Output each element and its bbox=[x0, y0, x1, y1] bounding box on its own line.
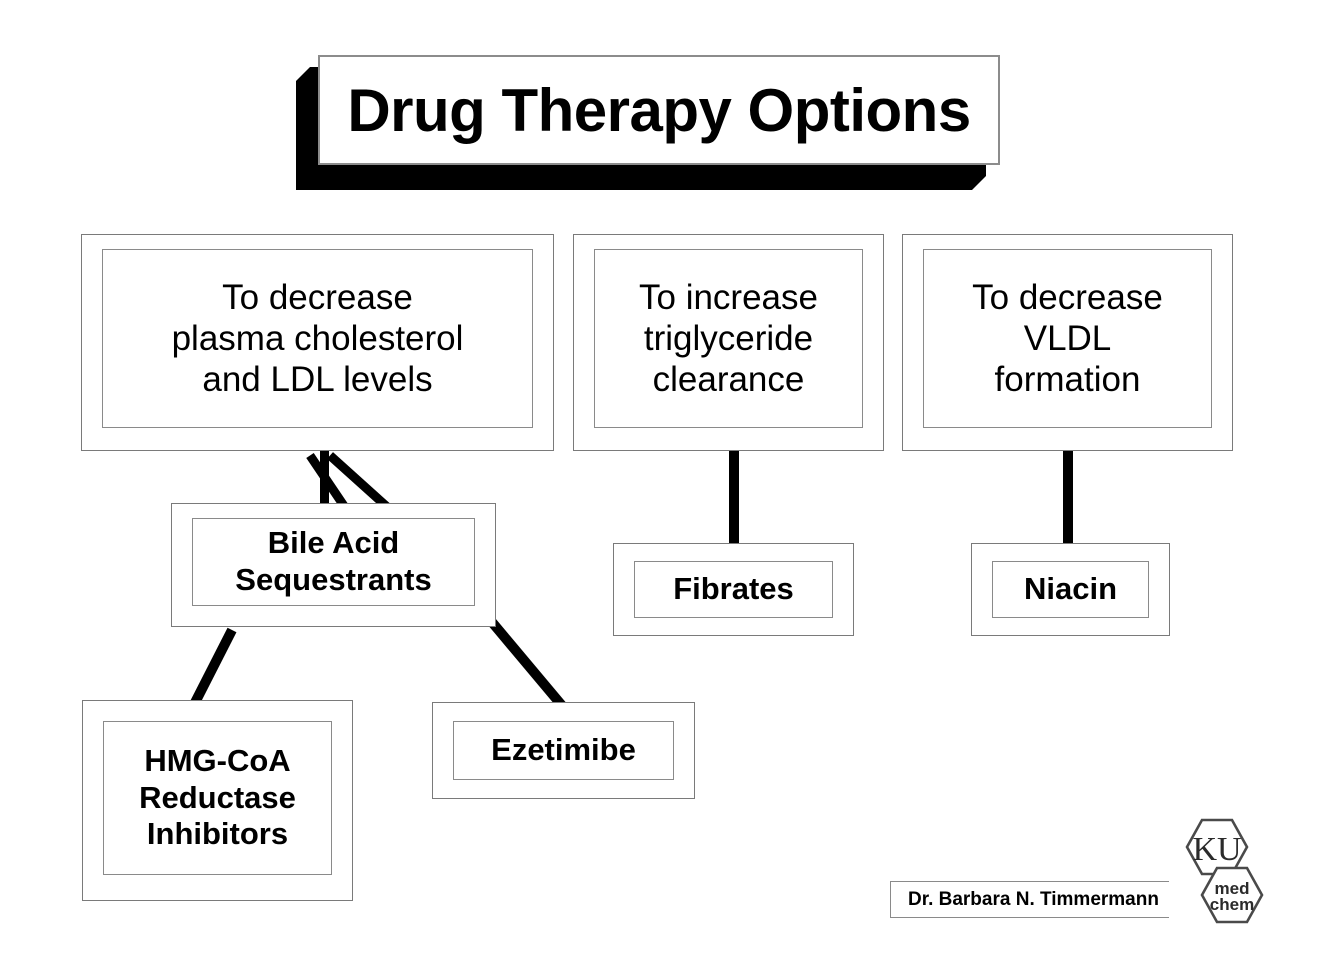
hexagon-bottom-shape bbox=[1200, 866, 1264, 924]
category-box-decrease-vldl-formation: To decrease VLDL formation bbox=[902, 234, 1233, 451]
drug-line-1: Niacin bbox=[1023, 571, 1118, 607]
title-box: Drug Therapy Options bbox=[318, 55, 1000, 165]
drug-box-fibrates-inner: Fibrates bbox=[634, 561, 833, 618]
drug-box-ezetimibe-inner: Ezetimibe bbox=[453, 721, 674, 780]
credit-box: Dr. Barbara N. Timmermann bbox=[890, 881, 1178, 918]
category-box-increase-triglyceride-clearance-inner: To increase triglyceride clearance bbox=[594, 249, 863, 428]
category-line-3: formation bbox=[994, 360, 1141, 400]
logo-med-text: med bbox=[1215, 879, 1250, 898]
category-line-3: clearance bbox=[652, 360, 805, 400]
category-line-1: To increase bbox=[639, 277, 818, 317]
page-title: Drug Therapy Options bbox=[347, 76, 971, 144]
category-box-decrease-vldl-formation-inner: To decrease VLDL formation bbox=[923, 249, 1212, 428]
drug-line-1: HMG-CoA bbox=[144, 743, 291, 779]
drug-line-1: Bile Acid bbox=[267, 525, 400, 561]
category-line-2: triglyceride bbox=[643, 318, 814, 358]
drug-line-1: Fibrates bbox=[673, 571, 794, 607]
connector-trig-to-fibrates bbox=[729, 451, 739, 543]
drug-box-hmg-coa-reductase-inhibitors-inner: HMG-CoA Reductase Inhibitors bbox=[103, 721, 332, 875]
drug-box-hmg-coa-reductase-inhibitors: HMG-CoA Reductase Inhibitors bbox=[82, 700, 353, 901]
connector-bile-to-ezetimibe bbox=[482, 611, 573, 717]
drug-box-fibrates: Fibrates bbox=[613, 543, 854, 636]
category-box-decrease-cholesterol-ldl: To decrease plasma cholesterol and LDL l… bbox=[81, 234, 554, 451]
drug-box-niacin: Niacin bbox=[971, 543, 1170, 636]
drug-box-bile-acid-sequestrants-inner: Bile Acid Sequestrants bbox=[192, 518, 475, 606]
category-box-increase-triglyceride-clearance: To increase triglyceride clearance bbox=[573, 234, 884, 451]
logo-chem-text: chem bbox=[1210, 895, 1254, 914]
title-block: Drug Therapy Options bbox=[296, 55, 1000, 190]
connector-vldl-to-niacin bbox=[1063, 451, 1073, 543]
category-line-3: and LDL levels bbox=[202, 360, 433, 400]
drug-line-3: Inhibitors bbox=[146, 816, 289, 852]
credit-text: Dr. Barbara N. Timmermann bbox=[908, 888, 1159, 910]
drug-box-bile-acid-sequestrants: Bile Acid Sequestrants bbox=[171, 503, 496, 627]
category-line-1: To decrease bbox=[222, 277, 413, 317]
drug-line-2: Reductase bbox=[139, 779, 296, 815]
category-line-1: To decrease bbox=[972, 277, 1163, 317]
category-line-2: VLDL bbox=[1023, 318, 1112, 358]
category-line-2: plasma cholesterol bbox=[171, 318, 464, 358]
category-box-decrease-cholesterol-ldl-inner: To decrease plasma cholesterol and LDL l… bbox=[102, 249, 533, 428]
ku-medchem-logo: KU med chem bbox=[1169, 818, 1265, 926]
drug-line-1: Ezetimibe bbox=[491, 732, 636, 768]
connector-chol-to-bile-center bbox=[320, 451, 329, 513]
drug-line-2: Sequestrants bbox=[235, 562, 432, 597]
logo-ku-text: KU bbox=[1192, 831, 1241, 868]
drug-box-niacin-inner: Niacin bbox=[992, 561, 1149, 618]
drug-box-ezetimibe: Ezetimibe bbox=[432, 702, 695, 799]
